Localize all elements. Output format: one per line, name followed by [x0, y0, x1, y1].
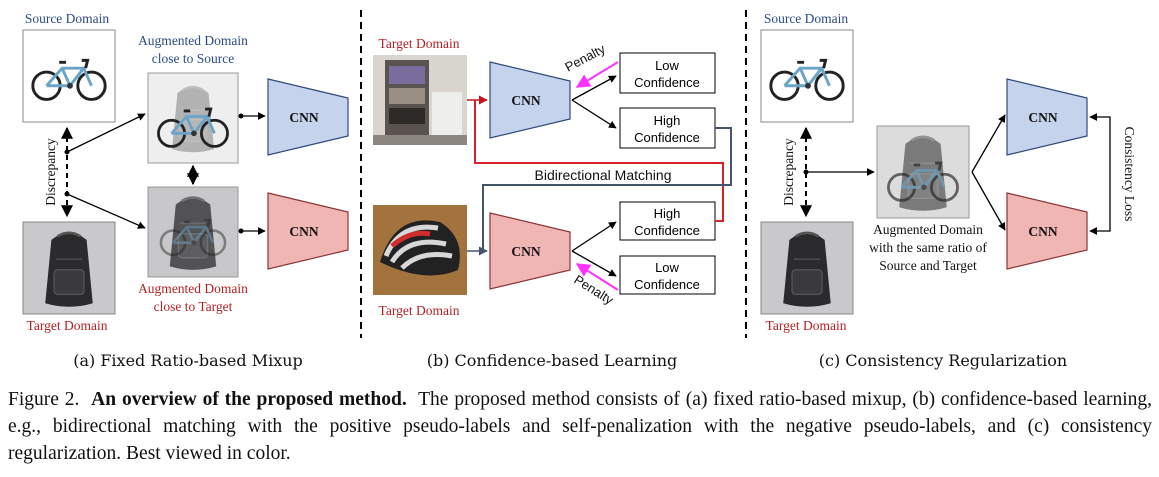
- target-domain-label: Target Domain: [27, 318, 108, 333]
- mixed-image-close-to-target: [147, 186, 239, 278]
- penalty-arrow-top: [575, 61, 619, 88]
- high-conf-line2: Confidence: [634, 130, 700, 145]
- subcaption-c: (c) Consistency Regularization: [819, 351, 1067, 370]
- cnn-label: CNN: [511, 93, 540, 108]
- panel-a: Source Domain Target Domain Discrepancy …: [22, 11, 349, 370]
- target-domain-label: Target Domain: [766, 318, 847, 333]
- low-confidence-box-top: [619, 52, 716, 94]
- backpack-image: [22, 221, 116, 315]
- aug-label-2: with the same ratio of: [869, 240, 987, 255]
- source-domain-label: Source Domain: [25, 11, 110, 26]
- cnn-block-top: [489, 61, 571, 139]
- cnn-block-top: [1006, 78, 1088, 156]
- aug-target-label-1: Augmented Domain: [138, 281, 248, 296]
- low-conf-line2: Confidence: [634, 277, 700, 292]
- consistency-loss-label: Consistency Loss: [1122, 127, 1137, 222]
- high-conf-line1: High: [654, 206, 681, 221]
- consistency-loss-arrow: [1089, 113, 1111, 235]
- caption-text: The proposed method consists of (a) fixe…: [8, 389, 1153, 464]
- target-domain-label-bottom: Target Domain: [379, 303, 460, 318]
- aug-target-label-2: close to Target: [154, 299, 233, 314]
- caption-prefix: Figure 2.: [8, 389, 80, 410]
- helmet-image: [373, 205, 467, 295]
- cnn-block-bottom: [489, 212, 571, 290]
- low-conf-line1: Low: [655, 260, 679, 275]
- discrepancy-label: Discrepancy: [781, 138, 796, 206]
- panel-b: Target Domain Target Domain CNN CNN Low …: [373, 36, 732, 370]
- discrepancy-label: Discrepancy: [43, 138, 58, 206]
- high-confidence-box-top: [619, 107, 716, 149]
- target-domain-label-top: Target Domain: [379, 36, 460, 51]
- low-conf-line1: Low: [655, 58, 679, 73]
- cnn-label: CNN: [511, 244, 540, 259]
- cnn-block-bottom: [267, 192, 349, 270]
- aug-source-label-1: Augmented Domain: [138, 33, 248, 48]
- caption-bold: An overview of the proposed method.: [91, 389, 407, 410]
- cnn-label: CNN: [1028, 224, 1057, 239]
- bidirectional-matching-label: Bidirectional Matching: [535, 167, 672, 183]
- overview-diagram: Source Domain Target Domain Discrepancy …: [22, 10, 1137, 370]
- high-conf-line1: High: [654, 113, 681, 128]
- subcaption-a: (a) Fixed Ratio-based Mixup: [73, 351, 303, 370]
- low-conf-line2: Confidence: [634, 75, 700, 90]
- bookshelf-image: [373, 55, 467, 145]
- bicycle-image: [760, 29, 854, 123]
- source-domain-label: Source Domain: [764, 11, 849, 26]
- matching-line-blue: [482, 127, 732, 251]
- mixed-image-close-to-source: [147, 72, 239, 164]
- mix-arrow-bottom: [66, 193, 146, 229]
- penalty-arrow-bottom: [575, 263, 619, 291]
- bicycle-image: [22, 29, 116, 123]
- aug-source-label-2: close to Source: [152, 51, 234, 66]
- mix-arrow-top: [66, 113, 146, 153]
- cnn-label: CNN: [1028, 110, 1057, 125]
- penalty-label-top: Penalty: [562, 41, 608, 75]
- high-confidence-box-bottom: [619, 201, 716, 241]
- aug-label-1: Augmented Domain: [873, 222, 983, 237]
- penalty-label-bottom: Penalty: [571, 272, 616, 308]
- cnn-label: CNN: [289, 224, 318, 239]
- cnn-block-bottom: [1006, 192, 1088, 270]
- backpack-image: [760, 221, 854, 315]
- cnn-block-top: [267, 78, 349, 156]
- aug-label-3: Source and Target: [879, 258, 977, 273]
- mixed-bicycle-backpack-image: [876, 125, 970, 219]
- high-conf-line2: Confidence: [634, 223, 700, 238]
- low-confidence-box-bottom: [619, 255, 716, 295]
- cnn-label: CNN: [289, 110, 318, 125]
- panel-c: Source Domain Target Domain Discrepancy …: [760, 11, 1137, 370]
- subcaption-b: (b) Confidence-based Learning: [427, 351, 678, 370]
- matching-line-red: [474, 100, 724, 222]
- figure-caption: Figure 2. An overview of the proposed me…: [8, 386, 1152, 467]
